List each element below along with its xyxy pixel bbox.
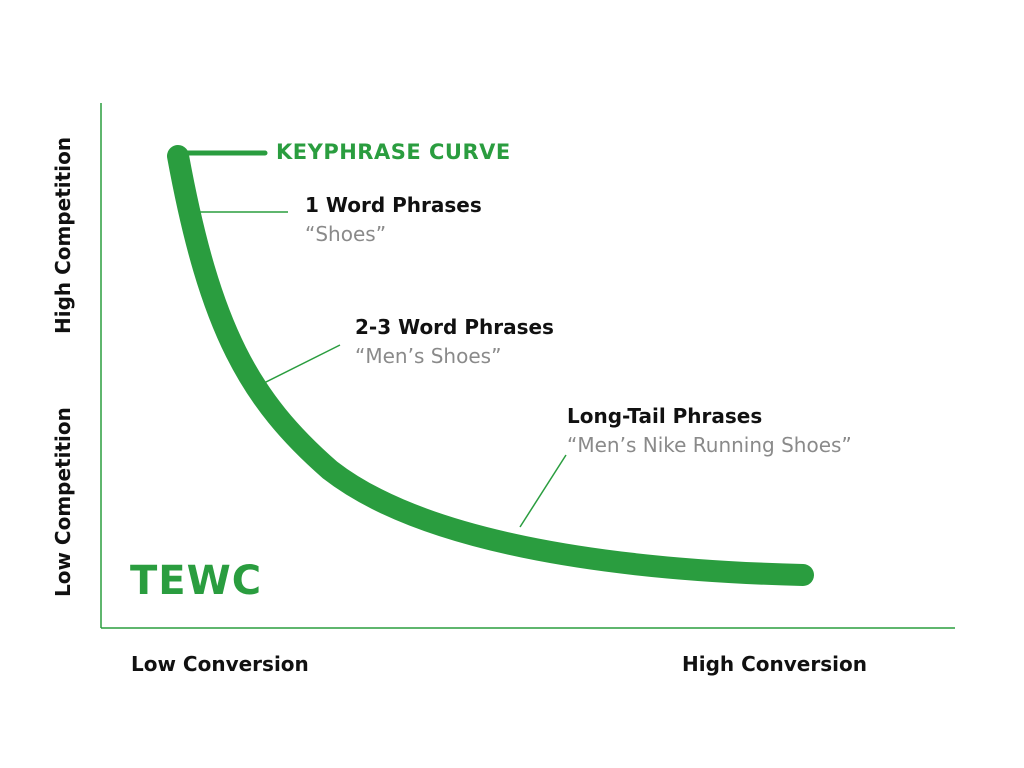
annotation-2-title: 2-3 Word Phrases	[355, 315, 554, 339]
x-axis-high-label: High Conversion	[682, 652, 867, 676]
annotation-2-example: “Men’s Shoes”	[355, 344, 502, 368]
annotation-1-title: 1 Word Phrases	[305, 193, 482, 217]
y-axis-high-label: High Competition	[51, 136, 75, 334]
annotation-3-example: “Men’s Nike Running Shoes”	[567, 433, 852, 457]
leader-line-3	[519, 454, 567, 528]
annotation-1-example: “Shoes”	[305, 222, 387, 246]
legend-label: KEYPHRASE CURVE	[276, 140, 511, 164]
keyphrase-curve	[167, 145, 814, 586]
tewc-logo: TEWC	[130, 558, 263, 604]
leader-line-2	[263, 344, 341, 384]
y-axis-low-label: Low Competition	[51, 407, 75, 597]
annotation-3-title: Long-Tail Phrases	[567, 404, 763, 428]
x-axis-low-label: Low Conversion	[131, 652, 309, 676]
